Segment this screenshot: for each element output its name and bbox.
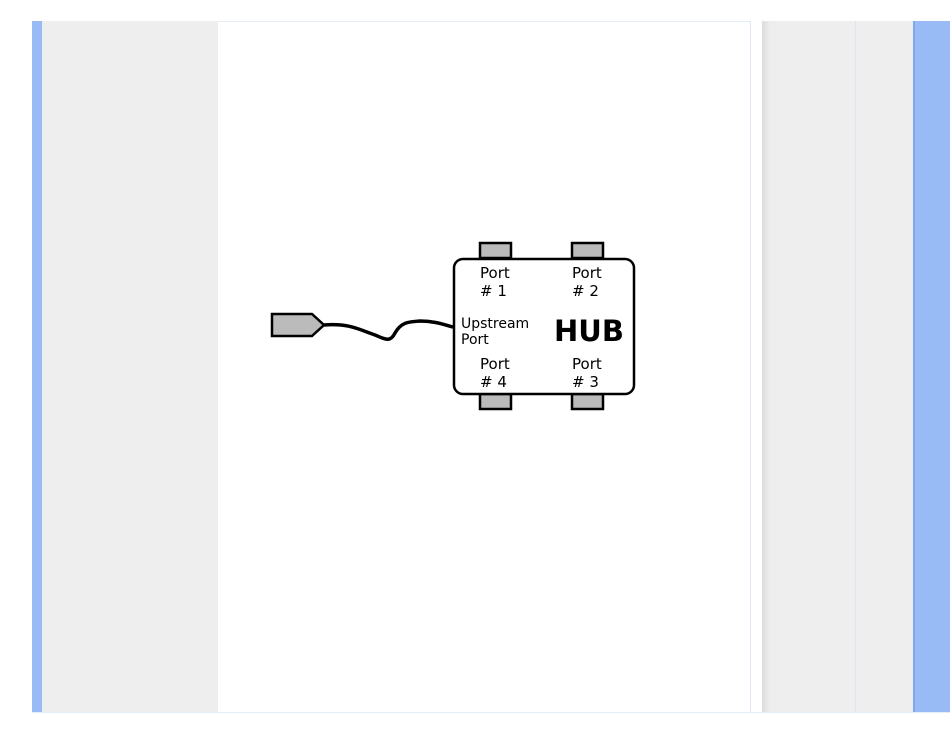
divider <box>750 21 751 713</box>
port-2-number: # 2 <box>572 282 599 300</box>
port-1-connector <box>478 241 513 260</box>
left-accent-bar <box>32 21 42 713</box>
port-2-connector <box>570 241 605 260</box>
content-gutter <box>751 21 762 713</box>
left-sidebar <box>42 21 218 713</box>
right-sidebar <box>762 21 913 713</box>
upstream-port-label: Port <box>461 332 489 348</box>
port-4-label: Port <box>480 355 510 373</box>
hub-box <box>452 257 636 396</box>
hub-title: HUB <box>554 314 624 348</box>
cable <box>323 319 454 341</box>
upstream-plug-icon <box>270 312 326 338</box>
divider <box>855 21 856 713</box>
port-1-number: # 1 <box>480 282 507 300</box>
port-4-number: # 4 <box>480 373 507 391</box>
right-accent-bar <box>913 21 950 713</box>
bottom-border <box>32 712 950 713</box>
port-2-label: Port <box>572 264 602 282</box>
usb-hub-diagram: Port # 1 Port # 2 Upstream Port HUB Port… <box>260 235 650 415</box>
port-3-connector <box>570 392 605 411</box>
port-1-label: Port <box>480 264 510 282</box>
port-3-label: Port <box>572 355 602 373</box>
upstream-label: Upstream <box>461 316 529 332</box>
port-3-number: # 3 <box>572 373 599 391</box>
port-4-connector <box>478 392 513 411</box>
